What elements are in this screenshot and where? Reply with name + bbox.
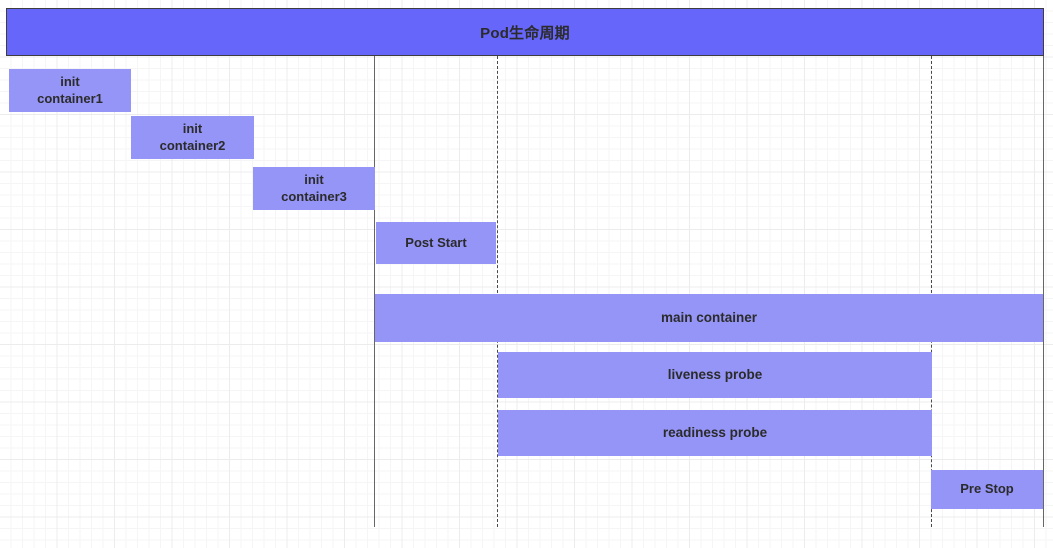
post-start-end-line (497, 56, 498, 527)
page-title: Pod生命周期 (480, 24, 570, 42)
pod-end-line (1043, 56, 1044, 527)
pre-stop-start-line (931, 56, 932, 527)
liveness-probe: liveness probe (498, 352, 932, 398)
diagram-title-banner: Pod生命周期 (6, 8, 1044, 56)
main-container: main container (375, 294, 1043, 342)
init-container-2: init container2 (131, 116, 254, 159)
post-start-hook: Post Start (376, 222, 496, 264)
readiness-probe: readiness probe (498, 410, 932, 456)
pre-stop-hook: Pre Stop (931, 470, 1043, 509)
init-container-1: init container1 (9, 69, 131, 112)
init-container-3: init container3 (253, 167, 375, 210)
init-phase-end-line (374, 56, 375, 527)
